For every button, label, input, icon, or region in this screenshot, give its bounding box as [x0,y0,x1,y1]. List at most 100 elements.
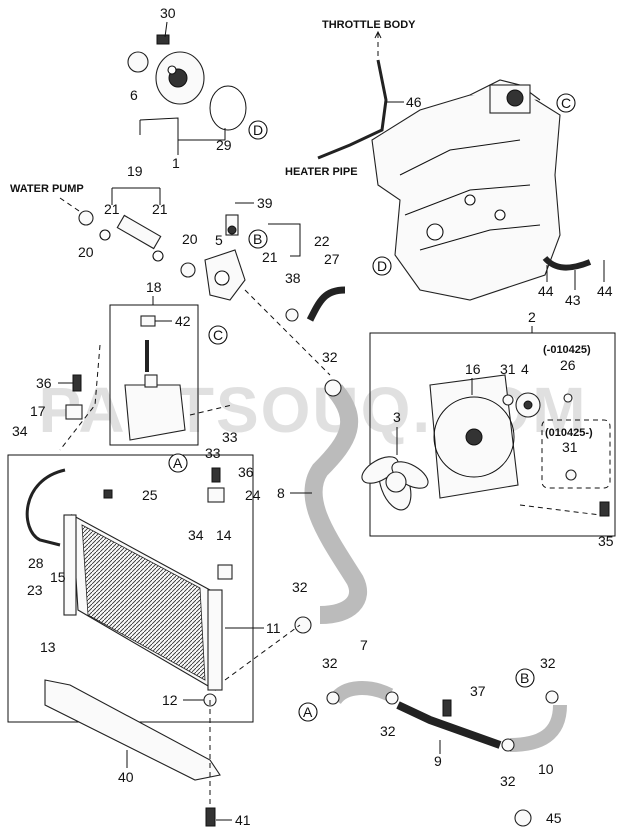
part-18-label: 18 [146,279,162,295]
heater-pipe-label: HEATER PIPE [285,166,358,178]
part-31-lower-label: 31 [562,439,578,455]
ref-c-thermostat [208,325,228,345]
part-43-label: 43 [565,292,581,308]
part-22-label: 22 [314,233,330,249]
ref-b-thermostat [248,229,268,249]
ref-d-engine-label: D [377,258,387,274]
ref-a-radiator-label: A [173,455,183,471]
part-34-upper-label: 34 [12,423,28,439]
part-36-lower-label: 36 [238,464,254,480]
upper-radiator-hose [304,384,368,624]
part-32-lower-left-label: 32 [322,655,338,671]
part-45-label: 45 [546,810,562,826]
part-25-label: 25 [142,487,158,503]
lower-hose-7 [329,681,394,705]
date-before-label: (-010425) [543,344,591,356]
throttle-body-label: THROTTLE BODY [322,19,416,31]
part-35-label: 35 [598,533,614,549]
bypass-hose [542,255,592,271]
ref-a-radiator [168,453,188,473]
ref-d-upper-label: D [253,122,263,138]
hose-clamp-45 [514,809,532,827]
part-37-label: 37 [470,683,486,699]
engine-block [371,79,561,301]
part-21-left-label: 21 [104,201,120,217]
part-14-label: 14 [216,527,232,543]
part-29-label: 29 [216,137,232,153]
part-5-label: 5 [215,232,223,248]
part-23-label: 23 [27,582,43,598]
part-1-label: 1 [172,155,180,171]
part-27-label: 27 [324,251,340,267]
part-46-label: 46 [406,94,422,110]
part-30-label: 30 [160,5,176,21]
part-26-label: 26 [560,357,576,373]
part-38-label: 38 [285,270,301,286]
fan-motor [515,392,541,418]
lower-hose-10 [509,704,567,752]
part-19-label: 19 [127,163,143,179]
ref-a-lower-label: A [303,704,313,720]
water-pipe-9 [396,701,502,749]
fan-shroud-assembly-box [369,332,616,537]
ref-b-lower [515,668,535,688]
part-8-label: 8 [277,485,285,501]
ref-a-lower [298,702,318,722]
reservoir-tank [124,315,186,441]
cooling-fan [361,456,429,511]
ref-d-engine [372,256,392,276]
part-32-upper-label: 32 [322,349,338,365]
part-7-label: 7 [360,637,368,653]
fan-shroud [429,374,519,499]
ref-c-engine [556,93,576,113]
part-32-bottom-label: 32 [500,773,516,789]
part-32-lower-right-label: 32 [540,655,556,671]
part-24-label: 24 [245,487,261,503]
ref-b-lower-label: B [520,670,529,686]
ref-d-upper [248,120,268,140]
overflow-hose [25,468,66,547]
part-10-label: 10 [538,761,554,777]
part-16-label: 16 [465,361,481,377]
part-40-label: 40 [118,769,134,785]
part-41-label: 41 [235,812,251,828]
part-6-label: 6 [130,87,138,103]
part-42-label: 42 [175,313,191,329]
part-3-label: 3 [393,409,401,425]
part-32-mid-label: 32 [292,579,308,595]
part-21-right-label: 21 [152,201,168,217]
part-36-upper-label: 36 [36,375,52,391]
part-4-label: 4 [521,361,529,377]
part-20-right-label: 20 [182,231,198,247]
part-15-label: 15 [50,569,66,585]
water-pump-label: WATER PUMP [10,183,84,195]
part-2-label: 2 [528,309,536,325]
part-32-lower-mid-label: 32 [380,723,396,739]
part-33-upper-label: 33 [222,429,238,445]
part-11-label: 11 [266,620,281,636]
part-12-label: 12 [162,692,178,708]
part-39-label: 39 [257,195,273,211]
reservoir-assembly-box [109,304,199,446]
ref-c-thermostat-label: C [213,327,223,343]
part-20-left-label: 20 [78,244,94,260]
date-after-label: (010425-) [545,427,593,439]
radiator-lower-bracket [44,679,221,781]
part-44-left-label: 44 [538,283,554,299]
bypass-pipe-group [78,210,196,278]
part-33-lower-label: 33 [205,445,221,461]
part-17-label: 17 [30,403,46,419]
part-13-label: 13 [40,639,56,655]
part-21-mid-label: 21 [262,249,278,265]
part-44-right-label: 44 [597,283,613,299]
part-34-lower-label: 34 [188,527,204,543]
thermostat-housing [204,214,246,301]
water-pump-group [127,34,247,155]
radiator-core [63,514,223,691]
ref-b-thermostat-label: B [253,231,262,247]
part-9-label: 9 [434,753,442,769]
ref-c-engine-label: C [561,95,571,111]
part-31-upper-label: 31 [500,361,516,377]
revision-box [541,419,611,489]
